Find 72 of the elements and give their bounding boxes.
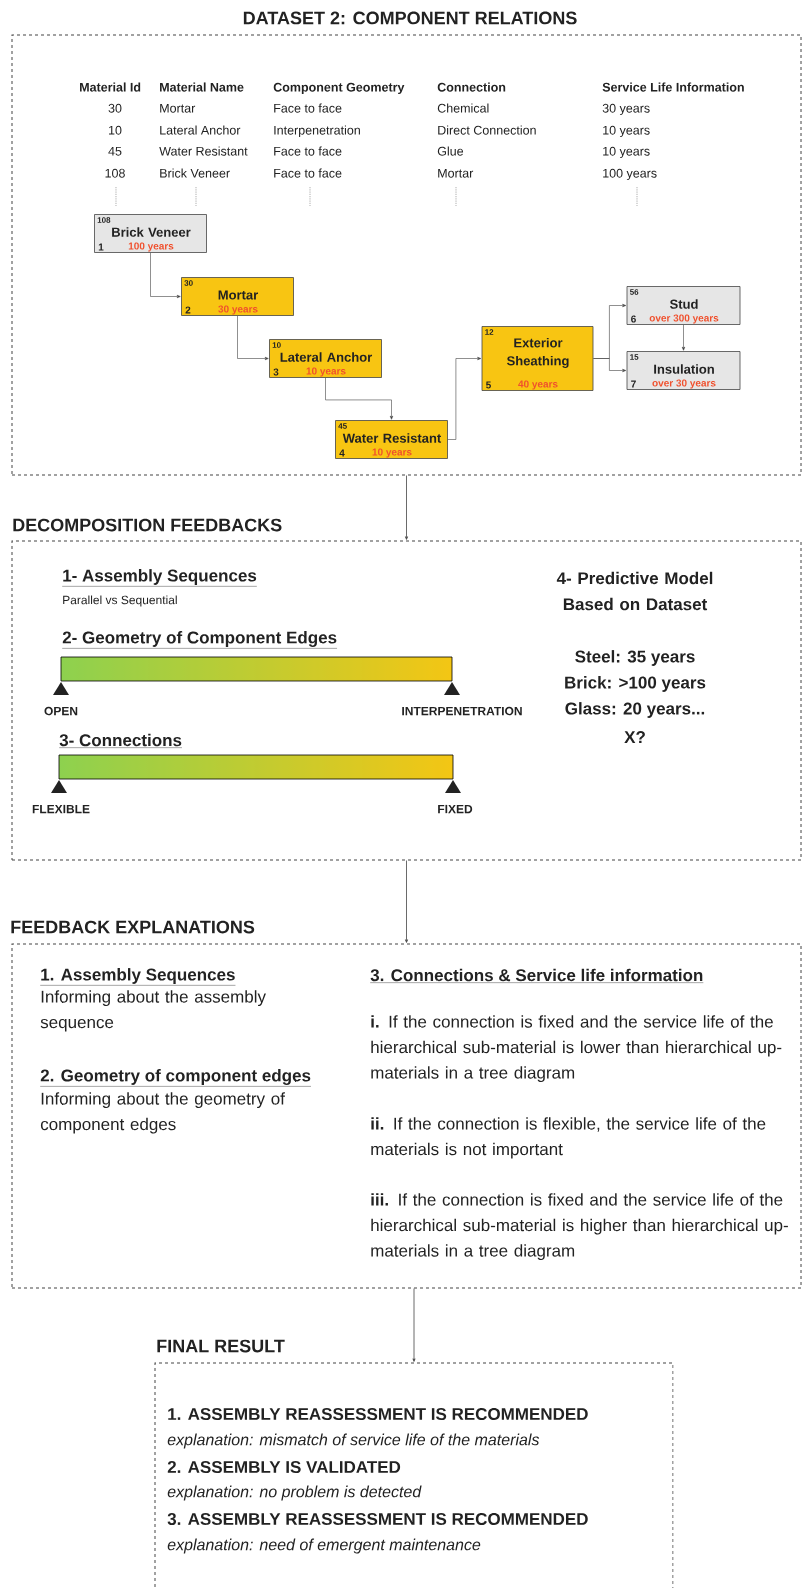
- subtitle: Parallel vs Sequential: [63, 595, 177, 607]
- body-text: Informing about the geometry of component edges: [40, 1092, 285, 1134]
- heading: 2- Geometry of Component Edges: [62, 631, 338, 649]
- result-text: 3. ASSEMBLY REASSESSMENT IS RECOMMENDED: [167, 1513, 588, 1526]
- body-text: Informing about the assembly sequence: [40, 990, 266, 1032]
- body-text: ii. If the connection is flexible, the service life of the materials is not important: [371, 1117, 766, 1159]
- heading: 3. Connections & Service life information: [370, 968, 704, 983]
- explanation-text: explanation: need of emergent maintenance: [167, 1538, 481, 1554]
- table-cell: 10 years: [603, 125, 650, 138]
- result-text: 2. ASSEMBLY IS VALIDATED: [167, 1461, 401, 1474]
- section-title: DATASET 2: COMPONENT RELATIONS: [243, 11, 577, 25]
- material-box: 10 Lateral Anchor 3 10 years: [269, 339, 382, 378]
- table-cell: 100 years: [603, 168, 657, 181]
- arrow: [412, 1288, 416, 1362]
- section-title: DECOMPOSITION FEEDBACKS: [13, 518, 282, 532]
- table-cell: Glue: [437, 146, 464, 156]
- heading: 3- Connections: [59, 733, 183, 748]
- body-text: iii. If the connection is fixed and the service life of the hierarchical sub-material is higher than hierarchical up-materials in a tree diagram: [371, 1193, 788, 1261]
- column-header: Connection: [437, 82, 506, 92]
- material-box: 30 Mortar 2 30 years: [181, 277, 294, 316]
- material-box: 108 Brick Veneer 1 100 years: [94, 214, 207, 253]
- material-box: 45 Water Resistant 4 10 years: [335, 420, 448, 459]
- table-cell: 108: [105, 168, 125, 178]
- table-cell: Face to face: [274, 103, 342, 113]
- section-title: FEEDBACK EXPLANATIONS: [11, 920, 255, 934]
- arrow: [237, 315, 269, 361]
- table-cell: Face to face: [274, 168, 342, 178]
- scale-label: OPEN: [44, 706, 78, 716]
- table-cell: Mortar: [160, 103, 196, 113]
- column-header: Service Life Information: [602, 82, 744, 92]
- prediction-text: Steel: 35 years: [575, 650, 695, 666]
- arrow: [405, 860, 408, 943]
- table-cell: Direct Connection: [438, 125, 536, 135]
- table-cell: Brick Veneer: [160, 168, 230, 178]
- result-text: 1. ASSEMBLY REASSESSMENT IS RECOMMENDED: [168, 1408, 588, 1421]
- table-cell: Chemical: [437, 103, 489, 113]
- scale-label: FIXED: [438, 804, 473, 814]
- section-title: FINAL RESULT: [157, 1339, 285, 1353]
- explanation-text: explanation: no problem is detected: [167, 1485, 422, 1501]
- arrow: [681, 324, 686, 351]
- arrow: [593, 358, 627, 373]
- heading: 1. Assembly Sequences: [40, 968, 236, 986]
- heading: 4- Predictive Model Based on Dataset: [556, 571, 713, 611]
- scale-label: FLEXIBLE: [32, 804, 90, 814]
- table-cell: 10: [109, 125, 122, 135]
- material-box: 15 Insulation 7 over 30 years: [626, 351, 741, 390]
- heading: 1- Assembly Sequences: [62, 569, 258, 587]
- body-text: i. If the connection is fixed and the service life of the hierarchical sub-material is lower than hierarchical up-materials in a tree diagram: [371, 1015, 782, 1083]
- material-box: 56 Stud 6 over 300 years: [626, 286, 741, 325]
- prediction-text: Glass: 20 years...: [565, 702, 705, 718]
- table-cell: Interpenetration: [274, 125, 360, 138]
- arrow: [150, 252, 181, 299]
- prediction-text: Brick: >100 years: [565, 676, 706, 692]
- column-header: Material Name: [160, 82, 244, 92]
- table-cell: 30 years: [602, 103, 650, 116]
- table-cell: 30: [108, 103, 122, 113]
- table-cell: Lateral Anchor: [160, 125, 241, 135]
- material-box: 12 Exterior Sheathing 5 40 years: [481, 326, 594, 391]
- prediction-text: X?: [624, 731, 645, 743]
- explanation-text: explanation: mismatch of service life of the materials: [167, 1433, 540, 1449]
- scale-label: INTERPENETRATION: [402, 706, 522, 716]
- table-cell: 45: [108, 146, 122, 156]
- arrow: [405, 475, 408, 540]
- arrow: [447, 356, 482, 440]
- table-cell: Mortar: [438, 168, 474, 178]
- column-header: Material Id: [80, 82, 141, 92]
- table-cell: Face to face: [274, 146, 342, 156]
- heading: 2. Geometry of component edges: [40, 1069, 312, 1087]
- arrow: [325, 377, 394, 420]
- table-cell: 10 years: [603, 146, 650, 159]
- column-header: Component Geometry: [273, 82, 405, 95]
- table-cell: Water Resistant: [159, 146, 248, 156]
